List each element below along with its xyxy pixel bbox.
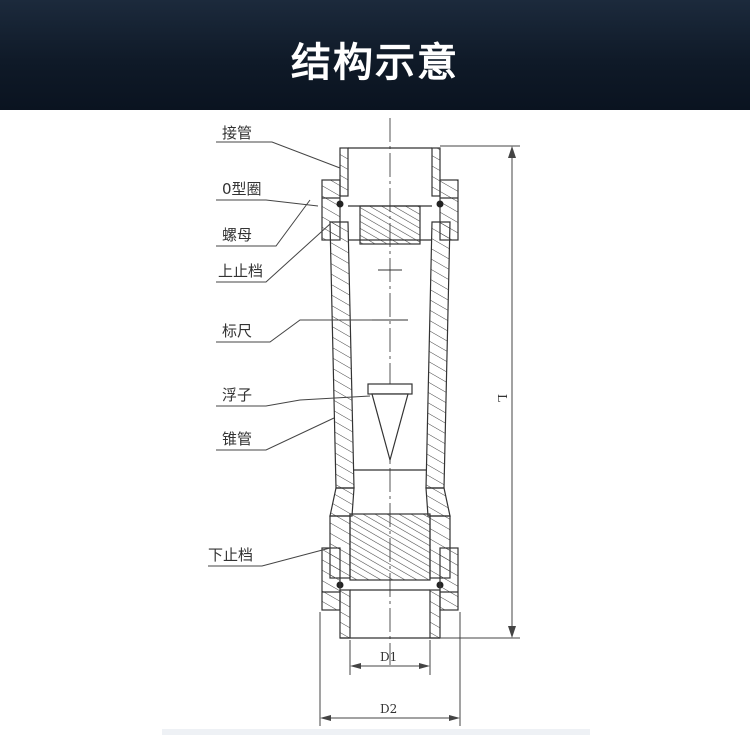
label-lower-stop: 下止档 — [208, 546, 253, 564]
leader-lines — [208, 141, 372, 567]
float-body — [367, 383, 413, 463]
d1-label: D1 — [380, 650, 397, 664]
bottom-connector — [339, 589, 441, 639]
length-label: L — [495, 394, 509, 402]
label-connector: 接管 — [222, 124, 252, 142]
bottom-divider — [162, 729, 590, 735]
cone-tube-wall — [329, 221, 451, 489]
upper-stop-block — [348, 205, 432, 245]
lower-stop-block — [349, 513, 431, 581]
length-dimension — [440, 145, 520, 639]
page-title: 结构示意 — [291, 40, 459, 86]
d1-dimension — [349, 640, 431, 675]
label-nut: 螺母 — [222, 226, 252, 244]
label-float: 浮子 — [222, 386, 252, 404]
label-cone-tube: 锥管 — [222, 430, 252, 448]
d2-label: D2 — [380, 702, 397, 716]
label-upper-stop: 上止档 — [218, 262, 263, 280]
top-connector — [339, 147, 441, 197]
scale-ruler — [372, 269, 408, 321]
header-banner: 结构示意 — [0, 0, 750, 110]
bottom-nut — [321, 547, 459, 611]
d2-dimension — [319, 612, 461, 726]
label-o-ring: 0型圈 — [222, 180, 262, 198]
label-scale: 标尺 — [222, 322, 252, 340]
